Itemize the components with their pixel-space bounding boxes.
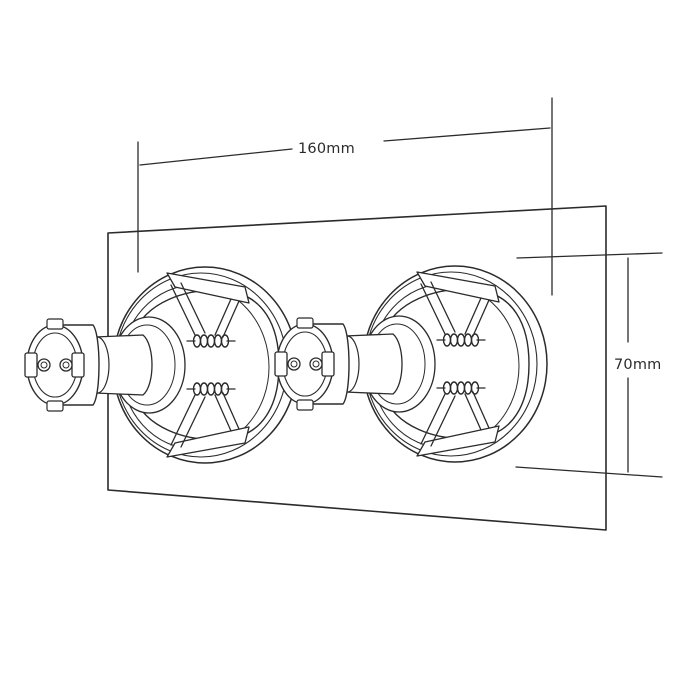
height-label: 70mm <box>614 357 662 373</box>
downlight-left <box>25 267 297 463</box>
width-dimension: 160mm <box>137 97 553 296</box>
width-label: 160mm <box>298 141 355 157</box>
height-dimension: 70mm <box>515 252 663 478</box>
